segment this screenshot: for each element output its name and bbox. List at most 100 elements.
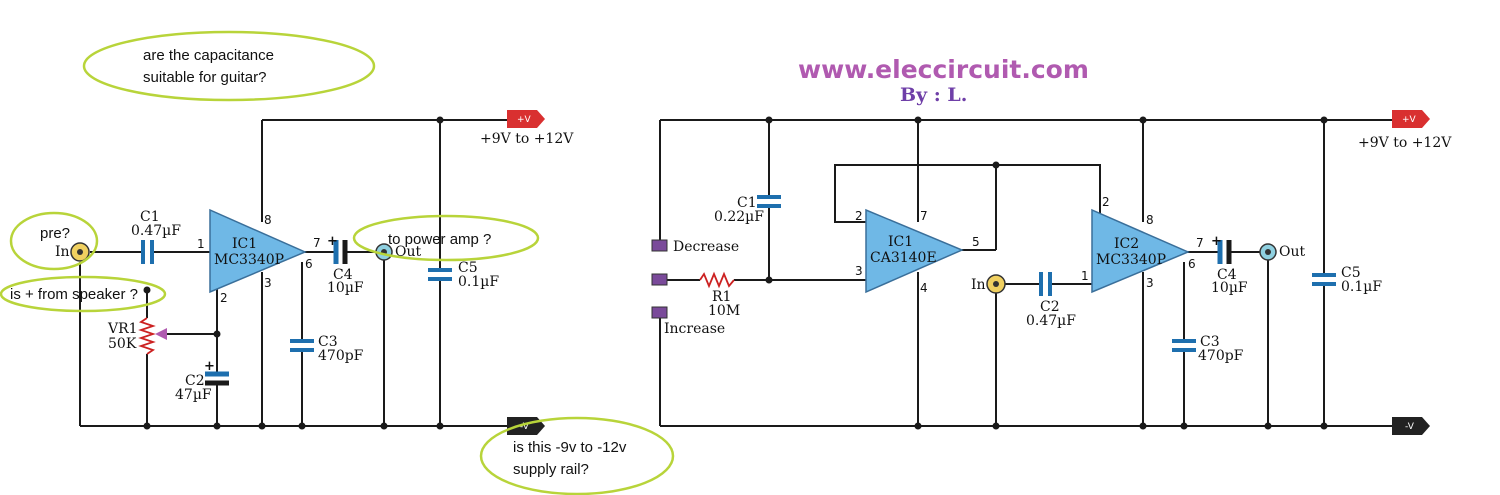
- junction-dot: [258, 422, 266, 430]
- junction-dot: [213, 330, 221, 338]
- left-ic1-pin7: 7: [313, 236, 321, 250]
- site-byline: By : L.: [900, 84, 967, 106]
- right-ic2-opamp: [1091, 208, 1190, 294]
- left-c2-capacitor: +: [204, 359, 229, 386]
- right-c1-value: 0.22µF: [714, 209, 764, 225]
- left-ic1-pin8: 8: [264, 213, 272, 227]
- right-in-label: In: [971, 277, 986, 293]
- left-vr1-resistor: [138, 317, 156, 355]
- junction-dot: [213, 422, 221, 430]
- junction-dot: [765, 116, 773, 124]
- right-neg-rail-label: -V: [1405, 422, 1415, 432]
- left-c2-name: C2: [185, 373, 205, 389]
- right-c3-capacitor: [1172, 339, 1196, 352]
- right-ic1-pin3: 3: [855, 264, 863, 278]
- right-ic2-name: IC2: [1114, 236, 1139, 252]
- left-c2-value: 47µF: [175, 387, 212, 403]
- right-circuit: Decrease Increase R1 10M C1 0.22µF IC1 C…: [651, 110, 1452, 435]
- note-supply-rail: is this -9v to -12v supply rail?: [479, 416, 675, 495]
- right-ic1-pin2: 2: [855, 209, 863, 223]
- left-ic1-pin2: 2: [220, 291, 228, 305]
- svg-text:+: +: [1211, 234, 1222, 249]
- right-ic2-pin6: 6: [1188, 257, 1196, 271]
- left-ic1-part: MC3340P: [214, 252, 284, 268]
- left-c5-value: 0.1µF: [458, 274, 499, 290]
- right-out-label: Out: [1279, 244, 1305, 260]
- left-vr1-name: VR1: [107, 321, 138, 337]
- right-ic2-pin2: 2: [1102, 195, 1110, 209]
- left-circuit: IC1 MC3340P 1 2 3 6 7 8 C1 0.47µF + C4 1…: [55, 110, 574, 435]
- right-feedback-wire: [834, 164, 1101, 223]
- left-ic1-pin3: 3: [264, 276, 272, 290]
- left-ic1-pin6: 6: [305, 257, 313, 271]
- right-middle-pad: [651, 273, 668, 286]
- left-c5-name: C5: [458, 260, 478, 276]
- right-ic1-part: CA3140E: [870, 250, 937, 266]
- right-ic1-pin7: 7: [920, 209, 928, 223]
- left-ic1-opamp: [209, 208, 307, 294]
- left-c4-capacitor: +: [327, 234, 348, 264]
- junction-dot: [992, 422, 1000, 430]
- right-supply-label: +9V to +12V: [1358, 135, 1452, 151]
- left-c3-value: 470pF: [318, 348, 364, 364]
- right-c5-name: C5: [1341, 265, 1361, 281]
- right-ic2-pin3: 3: [1146, 276, 1154, 290]
- left-c3-name: C3: [318, 334, 338, 350]
- right-ic2-pin8: 8: [1146, 213, 1154, 227]
- right-ic2-pin1: 1: [1081, 269, 1089, 283]
- note-speaker: is + from speaker ?: [0, 275, 167, 313]
- left-c1-capacitor: [141, 240, 154, 264]
- left-ic1-name: IC1: [232, 236, 257, 252]
- right-neg-rail-flag: [1392, 417, 1430, 435]
- right-c5-value: 0.1µF: [1341, 279, 1382, 295]
- right-increase-label: Increase: [664, 321, 725, 337]
- right-c1-name: C1: [737, 195, 757, 211]
- right-decrease-label: Decrease: [673, 239, 739, 255]
- left-c1-name: C1: [140, 209, 160, 225]
- note-supply-line2: supply rail?: [513, 461, 589, 478]
- right-c4-value: 10µF: [1211, 280, 1248, 296]
- left-pos-rail-flag: [507, 110, 545, 128]
- note-capacitance-line2: suitable for guitar?: [143, 69, 266, 86]
- junction-dot: [1180, 422, 1188, 430]
- junction-dot: [914, 422, 922, 430]
- right-pos-rail-flag: [1392, 110, 1430, 128]
- junction-dot: [1320, 116, 1328, 124]
- left-supply-label: +9V to +12V: [480, 131, 574, 147]
- junction-dot: [436, 422, 444, 430]
- right-r1-value: 10M: [708, 303, 740, 319]
- note-capacitance: are the capacitance suitable for guitar?: [82, 30, 376, 102]
- left-out-label: Out: [395, 244, 421, 260]
- right-pos-rail-label: +V: [1402, 115, 1417, 125]
- left-c1-value: 0.47µF: [131, 223, 181, 239]
- junction-dot: [765, 276, 773, 284]
- left-vr1-value: 50K: [108, 336, 137, 352]
- right-ic2-part: MC3340P: [1096, 252, 1166, 268]
- junction-dot: [143, 422, 151, 430]
- right-c1-capacitor: [757, 195, 781, 208]
- right-ic2-pin7: 7: [1196, 236, 1204, 250]
- svg-text:+: +: [327, 234, 338, 249]
- right-decrease-pad: [651, 239, 668, 252]
- right-c3-name: C3: [1200, 334, 1220, 350]
- junction-dot: [1139, 116, 1147, 124]
- right-c4-name: C4: [1217, 267, 1237, 283]
- left-c4-name: C4: [333, 267, 353, 283]
- svg-text:+: +: [204, 359, 215, 374]
- right-c2-capacitor: [1039, 272, 1052, 296]
- note-power-amp: to power amp ?: [352, 214, 540, 262]
- right-increase-pad: [651, 306, 668, 319]
- site-url: www.eleccircuit.com: [798, 55, 1089, 84]
- right-ic1-pin5: 5: [972, 235, 980, 249]
- left-c3-capacitor: [290, 339, 314, 352]
- right-c5-capacitor: [1312, 273, 1336, 286]
- note-power-amp-text: to power amp ?: [388, 231, 491, 248]
- right-c2-name: C2: [1040, 299, 1060, 315]
- right-c4-capacitor: +: [1211, 234, 1232, 264]
- left-vr1-wiper-arrow: [155, 328, 167, 340]
- junction-dot: [143, 286, 151, 294]
- note-supply-line1: is this -9v to -12v: [513, 439, 627, 456]
- junction-dot: [380, 422, 388, 430]
- note-capacitance-line1: are the capacitance: [143, 47, 274, 64]
